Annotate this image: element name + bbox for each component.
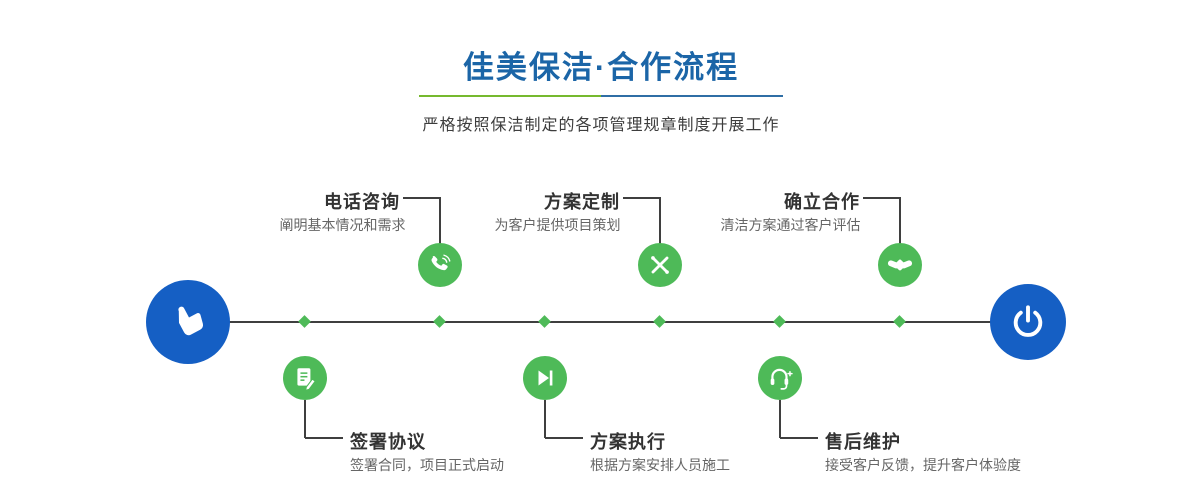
start-node (146, 280, 230, 364)
step-circle-plan (638, 243, 682, 287)
step-desc-plan: 为客户提供项目策划 (494, 217, 621, 233)
play-icon (533, 366, 557, 390)
document-sign-icon (292, 365, 318, 391)
title-divider (419, 95, 783, 97)
connector (779, 400, 781, 438)
connector (899, 198, 901, 245)
connector (659, 198, 661, 245)
timeline-diamond (538, 315, 551, 328)
connector (304, 400, 306, 438)
timeline-diamond (298, 315, 311, 328)
timeline-diamond (893, 315, 906, 328)
step-desc-aftersale: 接受客户反馈，提升客户体验度 (825, 457, 1021, 473)
step-title-execute: 方案执行 (590, 432, 666, 452)
timeline-diamond (773, 315, 786, 328)
headset-icon (767, 365, 793, 391)
timeline-diamond (653, 315, 666, 328)
step-desc-sign: 签署合同，项目正式启动 (350, 457, 504, 473)
connector (863, 197, 901, 199)
connector (544, 400, 546, 438)
connector (545, 437, 583, 439)
step-circle-aftersale (758, 356, 802, 400)
step-title-phone: 电话咨询 (324, 192, 400, 212)
hand-pointer-icon (168, 302, 208, 342)
page-subtitle: 严格按照保洁制定的各项管理规章制度开展工作 (422, 117, 780, 134)
step-circle-phone (418, 243, 462, 287)
step-title-aftersale: 售后维护 (825, 432, 901, 452)
step-desc-execute: 根据方案安排人员施工 (590, 457, 730, 473)
divider-green-segment (419, 95, 601, 97)
timeline-diamond (433, 315, 446, 328)
connector (403, 197, 441, 199)
connector (780, 437, 818, 439)
step-circle-sign (283, 356, 327, 400)
divider-blue-segment (601, 95, 783, 97)
end-node (990, 284, 1066, 360)
step-title-plan: 方案定制 (544, 192, 620, 212)
step-desc-phone: 阐明基本情况和需求 (279, 217, 406, 233)
step-circle-cooperate (878, 243, 922, 287)
connector (305, 437, 343, 439)
handshake-icon (886, 251, 914, 279)
phone-icon (427, 252, 453, 278)
step-circle-execute (523, 356, 567, 400)
step-desc-cooperate: 清洁方案通过客户评估 (720, 217, 861, 233)
page-title: 佳美保洁·合作流程 (462, 50, 740, 85)
timeline-line (188, 321, 1028, 323)
power-icon (1010, 304, 1046, 340)
pencil-ruler-icon (647, 252, 673, 278)
connector (623, 197, 661, 199)
step-title-cooperate: 确立合作 (784, 192, 860, 212)
step-title-sign: 签署协议 (350, 432, 426, 452)
connector (439, 198, 441, 245)
